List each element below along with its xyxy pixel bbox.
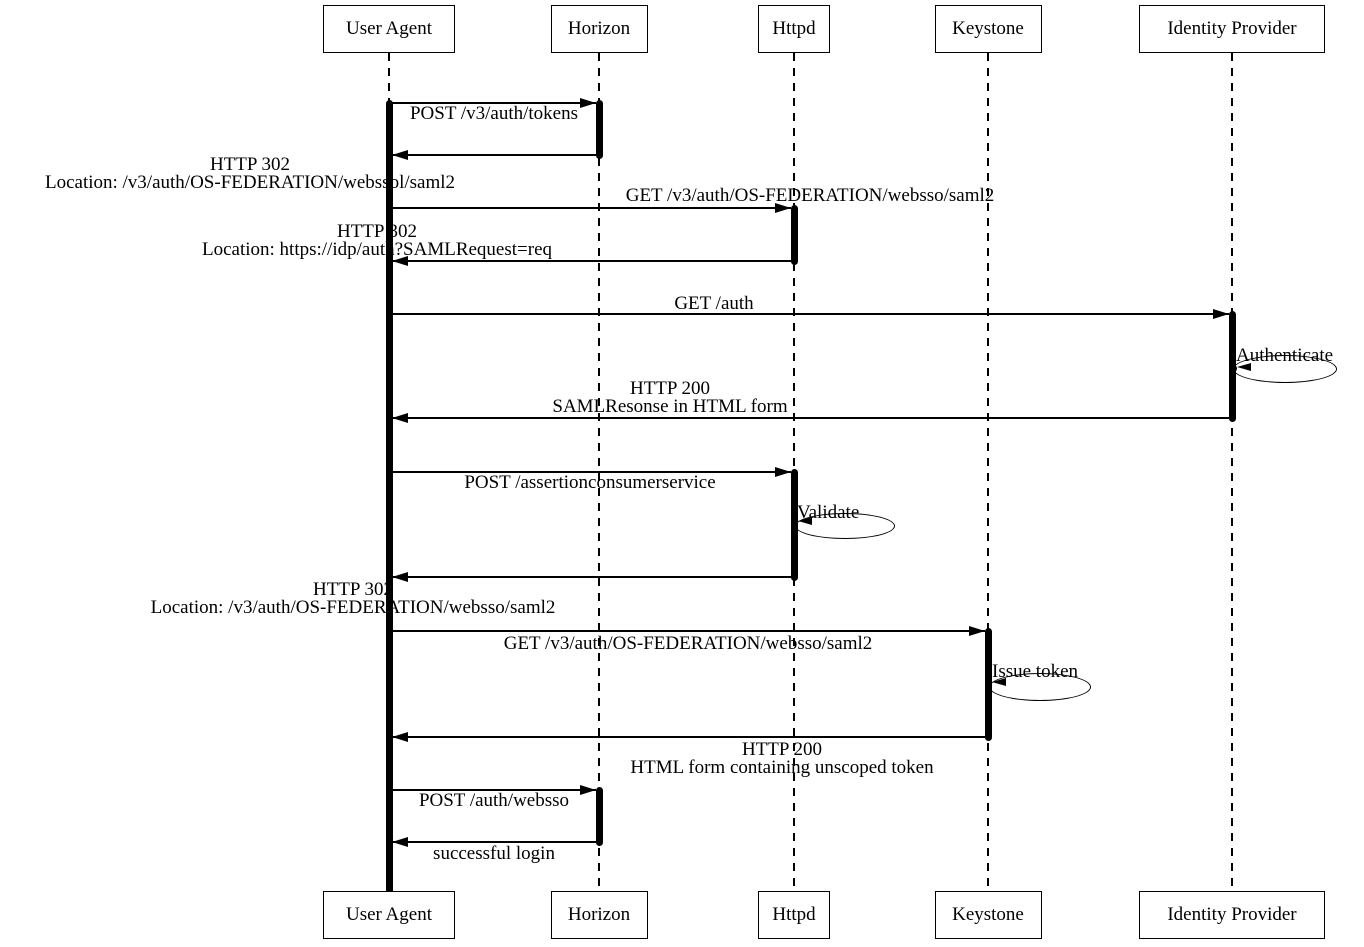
activation-bar-horizon: [595, 790, 603, 842]
endpoint-dot: [385, 204, 393, 212]
endpoint-dot: [385, 627, 393, 635]
endpoint-dot: [1228, 414, 1236, 422]
endpoint-dot: [385, 310, 393, 318]
actor-box-identity-provider-bottom: Identity Provider: [1139, 891, 1325, 939]
message-label: HTTP 302: [312, 579, 394, 600]
actor-label: Keystone: [952, 904, 1024, 925]
endpoint-dot: [984, 679, 992, 687]
actor-box-identity-provider-top: Identity Provider: [1139, 5, 1325, 53]
actor-box-user-agent-top: User Agent: [323, 5, 455, 53]
lifeline-identity-provider: [1231, 53, 1233, 891]
actor-box-httpd-top: Httpd: [758, 5, 830, 53]
endpoint-dot: [984, 627, 992, 635]
arrowhead-right-icon: [580, 785, 596, 795]
activation-bar-httpd: [790, 208, 798, 261]
endpoint-dot: [790, 518, 798, 526]
message-arrow: [392, 313, 1229, 315]
actor-label: User Agent: [345, 18, 432, 39]
arrowhead-right-icon: [580, 98, 596, 108]
message-arrow: [392, 471, 791, 473]
arrowhead-left-icon: [392, 150, 408, 160]
activation-bar-horizon: [595, 103, 603, 155]
message-label: HTTP 200: [629, 378, 711, 399]
endpoint-dot: [385, 838, 393, 846]
arrowhead-right-icon: [775, 467, 791, 477]
actor-box-keystone-top: Keystone: [934, 5, 1042, 53]
message-label: Location: https://idp/auth?SAMLRequest=r…: [201, 239, 553, 260]
message-arrow: [392, 576, 791, 578]
message-label: HTTP 200: [741, 739, 823, 760]
message-arrow: [392, 736, 985, 738]
actor-label: User Agent: [345, 904, 432, 925]
endpoint-dot: [984, 733, 992, 741]
arrowhead-right-icon: [1213, 309, 1229, 319]
message-label: GET /v3/auth/OS-FEDERATION/websso/saml2: [625, 185, 995, 206]
message-arrow: [392, 102, 596, 104]
message-label: POST /assertionconsumerservice: [464, 472, 716, 493]
endpoint-dot: [385, 151, 393, 159]
message-label: HTTP 302: [336, 221, 418, 242]
message-arrow: [392, 841, 596, 843]
message-label: SAMLResonse in HTML form: [552, 396, 788, 417]
arrowhead-right-icon: [775, 203, 791, 213]
endpoint-dot: [385, 786, 393, 794]
arrowhead-left-icon: [392, 413, 408, 423]
actor-box-keystone-bottom: Keystone: [934, 891, 1042, 939]
arrowhead-left-icon: [392, 837, 408, 847]
endpoint-dot: [595, 786, 603, 794]
arrowhead-left-icon: [392, 256, 408, 266]
message-arrow: [392, 207, 791, 209]
message-label: HTML form containing unscoped token: [630, 757, 934, 778]
endpoint-dot: [385, 414, 393, 422]
arrowhead-right-icon: [969, 626, 985, 636]
actor-box-user-agent-bottom: User Agent: [323, 891, 455, 939]
actor-box-httpd-bottom: Httpd: [758, 891, 830, 939]
endpoint-dot: [790, 573, 798, 581]
actor-box-horizon-bottom: Horizon: [550, 891, 648, 939]
endpoint-dot: [595, 99, 603, 107]
actor-label: Identity Provider: [1167, 18, 1297, 39]
message-label: Location: /v3/auth/OS-FEDERATION/websso/…: [150, 597, 556, 618]
endpoint-dot: [385, 257, 393, 265]
endpoint-dot: [385, 573, 393, 581]
message-label: POST /v3/auth/tokens: [409, 103, 579, 124]
arrowhead-left-icon: [392, 732, 408, 742]
message-label: HTTP 302: [209, 154, 291, 175]
message-arrow: [392, 260, 791, 262]
message-label: GET /auth: [674, 293, 754, 314]
endpoint-dot: [385, 733, 393, 741]
actor-box-horizon-top: Horizon: [550, 5, 648, 53]
endpoint-dot: [1229, 364, 1237, 372]
message-label: successful login: [433, 843, 555, 864]
message-arrow: [392, 630, 985, 632]
actor-label: Identity Provider: [1167, 904, 1297, 925]
endpoint-dot: [790, 204, 798, 212]
endpoint-dot: [790, 257, 798, 265]
actor-label: Keystone: [952, 18, 1024, 39]
endpoint-dot: [1228, 310, 1236, 318]
actor-label: Horizon: [567, 18, 631, 39]
endpoint-dot: [385, 99, 393, 107]
arrowhead-left-icon: [1237, 363, 1251, 371]
message-label: POST /auth/websso: [418, 790, 570, 811]
lifeline-keystone: [987, 53, 989, 891]
endpoint-dot: [790, 468, 798, 476]
actor-label: Httpd: [772, 904, 816, 925]
endpoint-dot: [385, 468, 393, 476]
arrowhead-left-icon: [992, 678, 1006, 686]
actor-label: Horizon: [567, 904, 631, 925]
message-arrow: [392, 154, 596, 156]
endpoint-dot: [595, 151, 603, 159]
endpoint-dot: [595, 838, 603, 846]
actor-label: Httpd: [772, 18, 816, 39]
message-arrow: [392, 789, 596, 791]
message-label: GET /v3/auth/OS-FEDERATION/websso/saml2: [503, 633, 873, 654]
message-label: Location: /v3/auth/OS-FEDERATION/webssol…: [44, 172, 456, 193]
arrowhead-left-icon: [392, 572, 408, 582]
message-arrow: [392, 417, 1229, 419]
activation-bar-user-agent: [385, 103, 393, 891]
arrowhead-left-icon: [798, 517, 812, 525]
